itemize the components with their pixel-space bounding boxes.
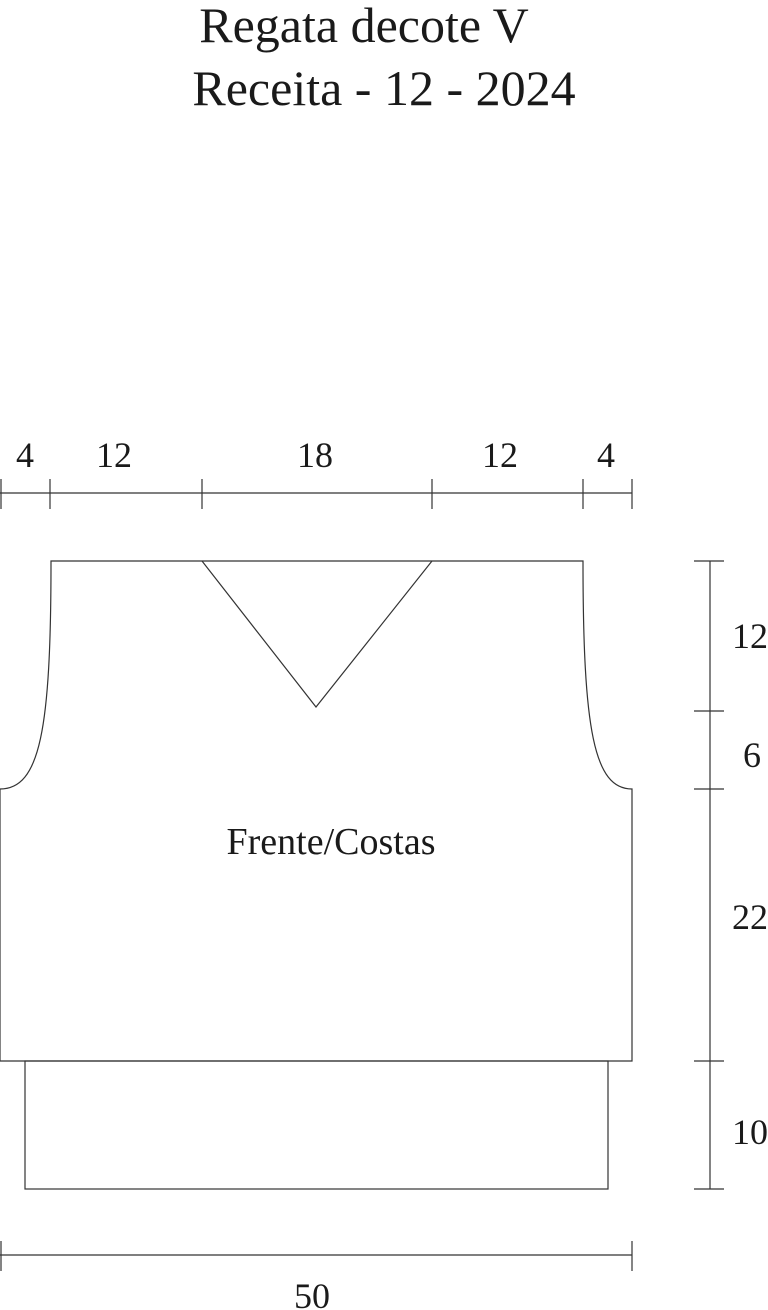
ribbing-band — [24, 1060, 609, 1190]
top-measure-left-shoulder: 12 — [96, 435, 132, 475]
top-measure-left-edge: 4 — [16, 435, 34, 475]
right-measure-body: 22 — [732, 897, 768, 937]
top-dimension-line — [0, 479, 633, 509]
top-measure-right-shoulder: 12 — [482, 435, 518, 475]
top-measure-right-edge: 4 — [597, 435, 615, 475]
bottom-dimension-line — [0, 1241, 633, 1271]
right-measure-armhole-lower: 6 — [743, 735, 761, 775]
garment-body-outline — [0, 560, 633, 1062]
right-dimension-line — [694, 560, 724, 1190]
v-neckline — [201, 560, 433, 708]
right-measure-ribbing: 10 — [732, 1112, 768, 1152]
title-line-2: Receita - 12 - 2024 — [192, 60, 576, 116]
right-measure-armhole-upper: 12 — [732, 616, 768, 656]
piece-label: Frente/Costas — [227, 821, 436, 863]
title-line-1: Regata decote V — [199, 0, 529, 53]
top-measure-neckline: 18 — [297, 435, 333, 475]
bottom-measure-width: 50 — [294, 1276, 330, 1310]
